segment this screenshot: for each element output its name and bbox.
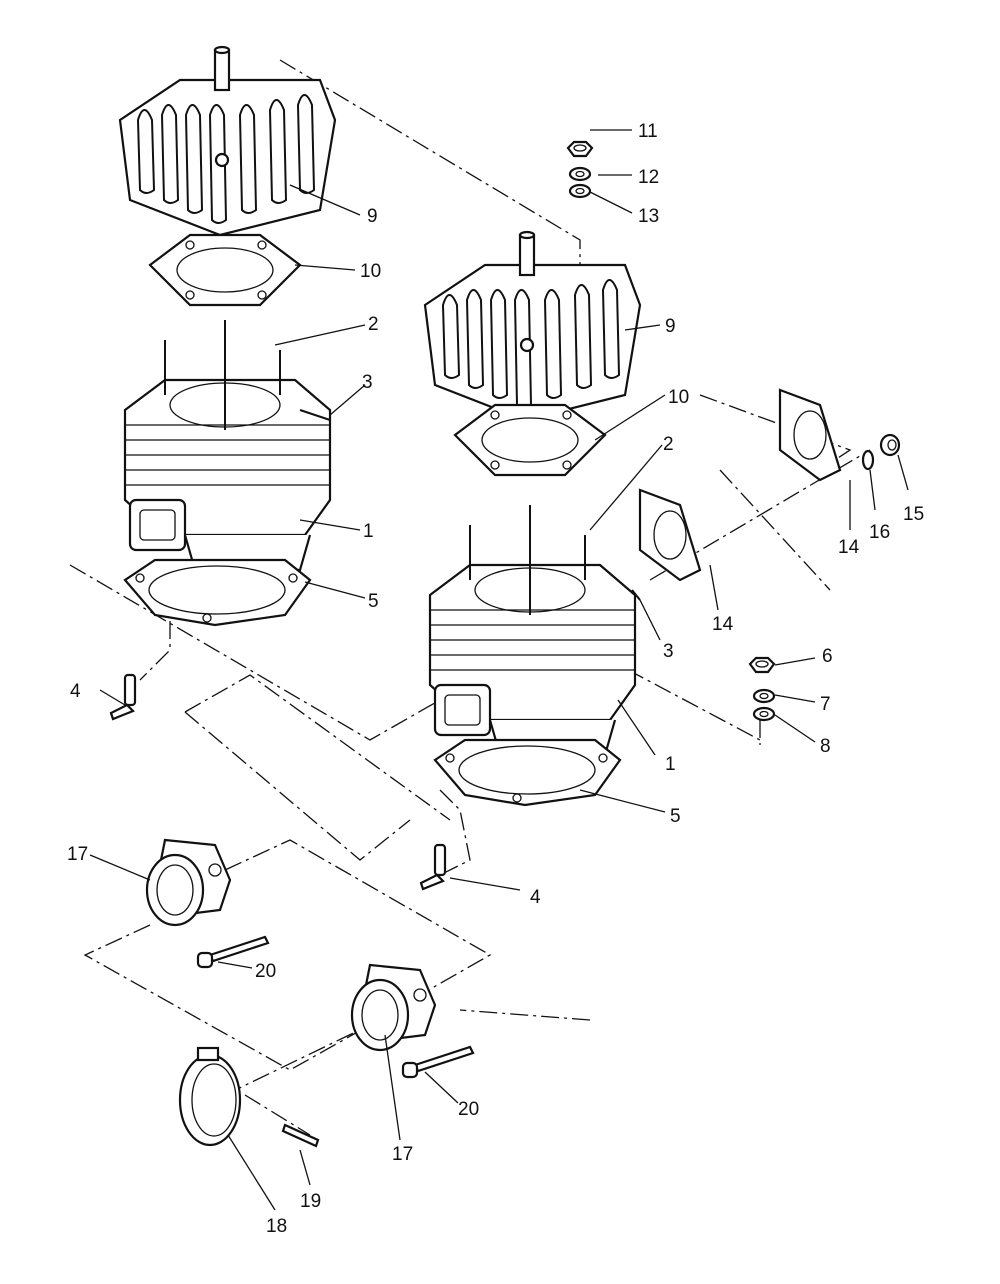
callout-labels: 1 1 2 2 3 3 4 4 5 5 6 7 8 9 9 10 10 11 1… (67, 121, 924, 1237)
callout-5-right: 5 (670, 806, 681, 827)
clamp-screw (281, 1123, 320, 1148)
cylinder-head-right (423, 230, 642, 422)
callout-2-right: 2 (663, 434, 674, 455)
washer-16 (861, 449, 875, 471)
callout-18: 18 (266, 1216, 287, 1237)
intake-manifold-right (350, 963, 437, 1052)
water-fitting-left (109, 673, 137, 721)
callout-10-left: 10 (360, 261, 381, 282)
callout-9-right: 9 (665, 316, 676, 337)
water-fitting-right (419, 843, 447, 891)
callout-4-left: 4 (70, 681, 81, 702)
callout-7: 7 (820, 694, 831, 715)
lock-washer-right (752, 688, 776, 704)
flange-gasket-front (638, 488, 702, 582)
callout-3-left: 3 (362, 372, 373, 393)
head-gasket-right (453, 403, 607, 477)
flat-washer-right (752, 706, 776, 722)
base-gasket-right (433, 738, 622, 807)
leader-lines (89, 129, 909, 1211)
callout-10-right: 10 (668, 387, 689, 408)
callout-20-right: 20 (458, 1099, 479, 1120)
base-gasket-left (123, 558, 312, 627)
callout-3-right: 3 (663, 641, 674, 662)
hose-clamp (178, 1046, 242, 1147)
cylinder-right (428, 503, 641, 757)
intake-manifold-left (145, 838, 232, 927)
callout-16: 16 (869, 522, 890, 543)
callout-13: 13 (638, 206, 659, 227)
nut-top (566, 140, 594, 158)
callout-14-front: 14 (712, 614, 734, 635)
flange-gasket-rear (778, 388, 842, 482)
lock-washer-top (568, 166, 592, 182)
callout-12: 12 (638, 167, 659, 188)
callout-9-left: 9 (367, 206, 378, 227)
callout-17-left: 17 (67, 844, 88, 865)
cylinder-head-left (118, 45, 337, 237)
callout-4-right: 4 (530, 887, 541, 908)
nut-15 (879, 433, 901, 457)
cylinder-left (123, 318, 332, 572)
callout-5-left: 5 (368, 591, 379, 612)
callout-11: 11 (638, 121, 658, 142)
callout-14-rear: 14 (838, 537, 860, 558)
bolt-right (401, 1045, 475, 1079)
callout-8: 8 (820, 736, 831, 757)
callout-2-left: 2 (368, 314, 379, 335)
callout-19: 19 (300, 1191, 321, 1212)
callout-17-right: 17 (392, 1144, 413, 1165)
flat-washer-top (568, 183, 592, 199)
nut-right (748, 656, 776, 674)
callout-1-left: 1 (363, 521, 374, 542)
head-gasket-left (148, 233, 302, 307)
callout-20-left: 20 (255, 961, 276, 982)
callout-15: 15 (903, 504, 924, 525)
callout-1-right: 1 (665, 754, 676, 775)
callout-6: 6 (822, 646, 833, 667)
